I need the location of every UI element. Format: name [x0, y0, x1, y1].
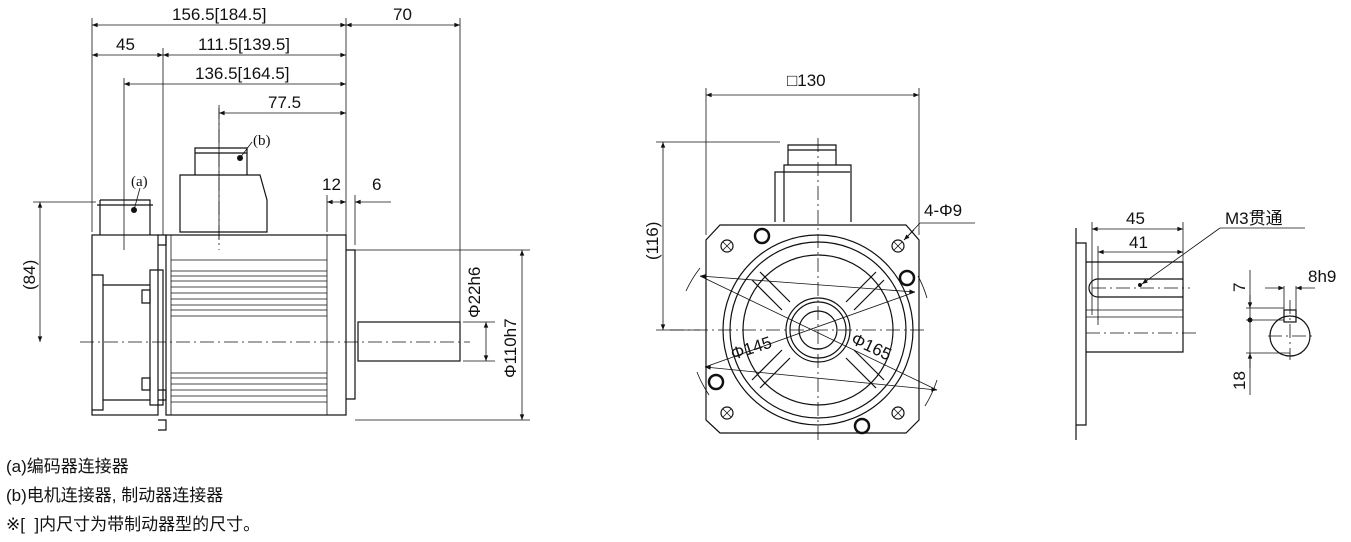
dim-connector-a: 136.5[164.5]	[195, 64, 290, 83]
front-view: □130 (116) Φ145	[643, 71, 975, 440]
dim-shaft-length: 70	[393, 5, 412, 24]
dim-connector-b: 77.5	[268, 93, 301, 112]
dim-shaft-18: 18	[1230, 371, 1249, 390]
cooling-fins	[170, 235, 328, 415]
dim-spigot-diameter: Φ110h7	[501, 318, 520, 378]
dim-key-width: 8h9	[1308, 267, 1336, 286]
dim-tap-thread: M3贯通	[1225, 209, 1283, 228]
label-b: (b)	[253, 133, 271, 149]
mounting-holes	[720, 239, 905, 420]
dim-overall-length: 156.5[184.5]	[172, 5, 267, 24]
dim-flange: 12	[322, 175, 341, 194]
note-motor-brake-connector: (b)电机连接器, 制动器连接器	[6, 486, 224, 505]
dim-square-flange: □130	[787, 71, 826, 90]
dim-body-length: 111.5[139.5]	[198, 35, 290, 54]
dim-height-116: (116)	[643, 222, 662, 260]
dim-height-84: (84)	[20, 260, 39, 290]
dim-key-slot: 41	[1129, 233, 1148, 252]
dim-encoder-length: 45	[116, 35, 135, 54]
dim-pcd-165: Φ165	[848, 329, 894, 364]
note-encoder-connector: (a)编码器连接器	[6, 457, 129, 476]
dim-spigot: 6	[372, 175, 381, 194]
dim-key-length: 45	[1126, 209, 1145, 228]
side-view: 156.5[184.5] 70 45 111.5[139.5] 136.5[16…	[20, 5, 530, 431]
label-a: (a)	[131, 174, 148, 190]
dim-pcd-145: Φ145	[728, 333, 774, 364]
dim-key-depth: 7	[1230, 283, 1249, 292]
dim-mounting-holes: 4-Φ9	[924, 201, 962, 220]
dim-shaft-diameter: Φ22h6	[465, 267, 484, 318]
legend-notes: (a)编码器连接器 (b)电机连接器, 制动器连接器 ※[ ]内尺寸为带制动器型…	[6, 452, 260, 539]
screw-heads	[707, 227, 916, 435]
note-brake-dimensions: ※[ ]内尺寸为带制动器型的尺寸。	[6, 515, 261, 534]
shaft-detail: 45 41 M3贯通 8h9 7 18	[1075, 209, 1336, 440]
